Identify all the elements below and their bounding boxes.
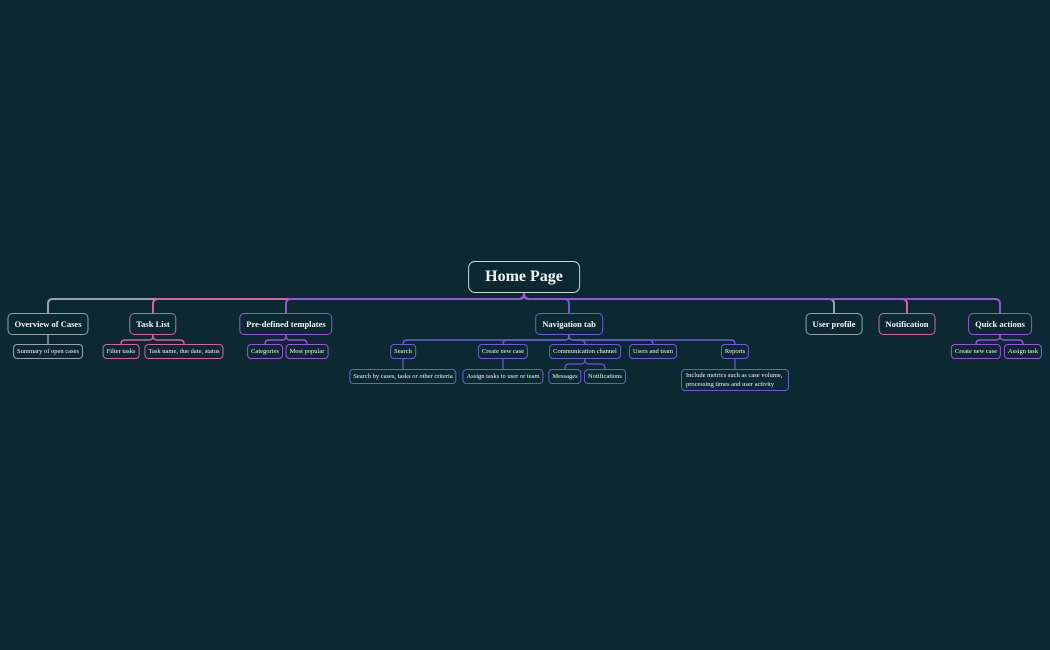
connector-link [523, 293, 835, 313]
connector-link [285, 335, 308, 345]
connector-link [523, 293, 908, 313]
connector-link [584, 359, 606, 369]
node-summary-of-open-cases[interactable]: Summary of open cases [13, 344, 83, 359]
connector-link [999, 335, 1024, 345]
connector-link [152, 293, 525, 313]
connector-link [152, 335, 185, 345]
connector-link [502, 335, 570, 345]
node-search-by-cases-tasks-or-other-criteria[interactable]: Search by cases, tasks or other criteria [349, 369, 457, 384]
node-messages[interactable]: Messages [548, 369, 582, 384]
connector-link [975, 335, 1001, 345]
node-include-metrics-such-as-case-volume-proc[interactable]: Include metrics such as case volume, pro… [681, 369, 789, 391]
node-most-popular[interactable]: Most popular [285, 344, 329, 359]
node-communication-channel[interactable]: Communication channel [549, 344, 621, 359]
connector-link [264, 335, 287, 345]
connector-link [564, 359, 586, 369]
node-pre-defined-templates[interactable]: Pre-defined templates [239, 313, 333, 335]
node-navigation-tab[interactable]: Navigation tab [535, 313, 603, 335]
node-notifications[interactable]: Notifications [584, 369, 626, 384]
connector-link [568, 335, 736, 345]
node-task-list[interactable]: Task List [129, 313, 177, 335]
node-search[interactable]: Search [390, 344, 416, 359]
node-home-page[interactable]: Home Page [468, 261, 580, 293]
connector-link [285, 293, 525, 313]
node-notification[interactable]: Notification [878, 313, 936, 335]
node-quick-actions[interactable]: Quick actions [968, 313, 1032, 335]
node-reports[interactable]: Reports [720, 344, 750, 359]
connector-link [120, 335, 154, 345]
node-assign-task[interactable]: Assign task [1003, 344, 1043, 359]
node-users-and-team[interactable]: Users and team [628, 344, 678, 359]
node-filter-tasks[interactable]: Filter tasks [102, 344, 140, 359]
node-user-profile[interactable]: User profile [805, 313, 863, 335]
node-assign-tasks-to-user-or-team[interactable]: Assign tasks to user or team [462, 369, 544, 384]
node-create-new-case[interactable]: Create new case [477, 344, 529, 359]
connector-link [523, 293, 570, 313]
node-categories[interactable]: Categories [247, 344, 283, 359]
node-overview-of-cases[interactable]: Overview of Cases [7, 313, 89, 335]
node-create-new-case[interactable]: Create new case [950, 344, 1002, 359]
connector-link [523, 293, 1001, 313]
node-task-name-due-date-status[interactable]: Task name, due date, status [144, 344, 224, 359]
